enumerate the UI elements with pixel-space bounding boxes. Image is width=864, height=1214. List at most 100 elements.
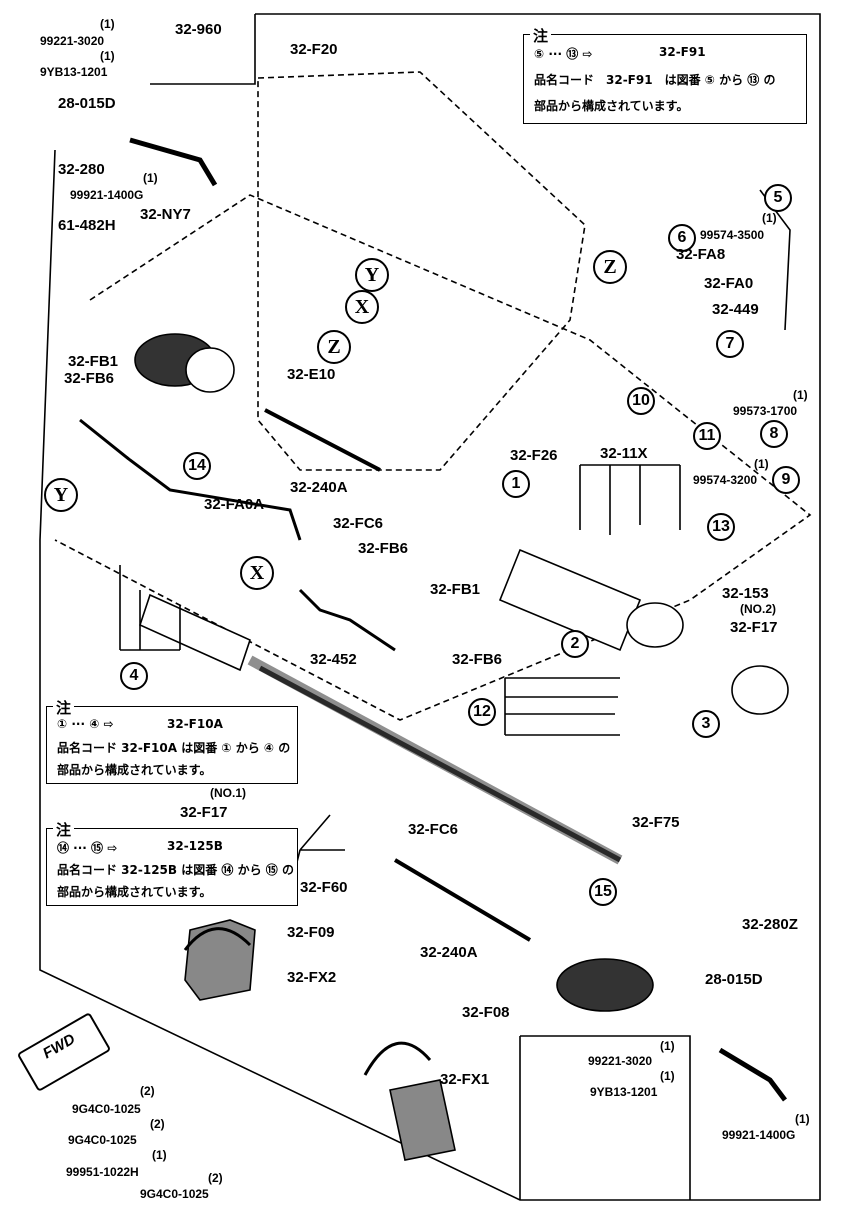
part-label: 32-280Z [742, 916, 798, 933]
bushing-fx1 [389, 1079, 456, 1161]
tie-rod-right [393, 858, 532, 942]
callout-9: 9 [772, 466, 800, 494]
qty-label: (1) [143, 171, 158, 185]
part-label: 32-FB6 [64, 370, 115, 387]
qty-label: (1) [762, 211, 777, 225]
bushing-fx2 [184, 919, 256, 1001]
part-label: 32-F17 [730, 619, 778, 636]
part-label: 32-153 [722, 585, 769, 602]
note-header: 注 [53, 819, 75, 840]
part-label: 32-F20 [290, 41, 338, 58]
note-code: 32-F10A [167, 717, 223, 731]
boot-left [134, 333, 235, 393]
callout-X: X [345, 290, 379, 324]
part-label: 32-FC6 [408, 821, 459, 838]
qty-label: (1) [754, 457, 769, 471]
callout-13: 13 [707, 513, 735, 541]
part-label: 32-F60 [300, 879, 348, 896]
part-label: 32-F26 [510, 447, 558, 464]
part-label: 32-240A [420, 944, 478, 961]
end-cap [731, 665, 789, 715]
note-range: ⑭ ··· ⑮ ⇨ [57, 841, 118, 855]
callout-4: 4 [120, 662, 148, 690]
part-label: 32-FB1 [68, 353, 119, 370]
pipe-fa0a [79, 418, 302, 541]
qty-label: (1) [795, 1112, 810, 1126]
note-line: 品名コード 32-F91 は図番 ⑤ から ⑬ の [534, 73, 776, 87]
qty-label: (1) [152, 1148, 167, 1162]
callout-7: 7 [716, 330, 744, 358]
part-label: 99574-3500 [700, 228, 765, 242]
part-label: 99921-1400G [70, 188, 144, 202]
callout-11: 11 [693, 422, 721, 450]
callout-1: 1 [502, 470, 530, 498]
part-label: 99221-3020 [588, 1054, 653, 1068]
qty-label: (1) [660, 1039, 675, 1053]
qty-label: (1) [793, 388, 808, 402]
part-label: 28-015D [705, 971, 763, 988]
callout-8: 8 [760, 420, 788, 448]
callout-2: 2 [561, 630, 589, 658]
note-range: ⑤ ··· ⑬ ⇨ [534, 47, 593, 61]
part-label: 32-F17 [180, 804, 228, 821]
callout-6: 6 [668, 224, 696, 252]
note-header: 注 [530, 25, 552, 46]
qty-label: (NO.1) [210, 786, 246, 800]
note-line: 部品から構成されています。 [534, 99, 689, 113]
part-label: 32-240A [290, 479, 348, 496]
part-label: 32-F09 [287, 924, 335, 941]
tie-rod-end-right [718, 1047, 787, 1102]
boot-right [556, 958, 654, 1012]
part-label: 32-FA8 [676, 246, 726, 263]
callout-12: 12 [468, 698, 496, 726]
note-125b: 注 ⑭ ··· ⑮ ⇨ 32-125B 品名コード 32-125B は図番 ⑭ … [46, 819, 298, 906]
part-label: 99221-3020 [40, 34, 105, 48]
qty-label: (2) [140, 1084, 155, 1098]
part-label: 99951-1022H [66, 1165, 139, 1179]
part-label: 32-FB6 [452, 651, 503, 668]
callout-10: 10 [627, 387, 655, 415]
note-line: 部品から構成されています。 [57, 885, 212, 899]
note-f91: 注 ⑤ ··· ⑬ ⇨ 32-F91 品名コード 32-F91 は図番 ⑤ から… [523, 25, 807, 124]
tie-rod-left [264, 408, 381, 472]
callout-15: 15 [589, 878, 617, 906]
note-f10a: 注 ① ··· ④ ⇨ 32-F10A 品名コード 32-F10A は図番 ① … [46, 697, 298, 784]
note-range: ① ··· ④ ⇨ [57, 717, 114, 731]
callout-3: 3 [692, 710, 720, 738]
tie-rod-end-left [129, 137, 218, 187]
part-label: 32-FA0A [204, 496, 265, 513]
part-label: 32-F08 [462, 1004, 510, 1021]
part-label: 9YB13-1201 [40, 65, 108, 79]
qty-label: (1) [660, 1069, 675, 1083]
part-label: 32-280 [58, 161, 105, 178]
callout-Y: Y [355, 258, 389, 292]
part-label: 32-NY7 [140, 206, 191, 223]
part-label: 32-452 [310, 651, 357, 668]
qty-label: (2) [208, 1171, 223, 1185]
callout-14: 14 [183, 452, 211, 480]
part-label: 32-960 [175, 21, 222, 38]
part-label: 99574-3200 [693, 473, 758, 487]
part-label: 99573-1700 [733, 404, 798, 418]
part-label: 99921-1400G [722, 1128, 796, 1142]
callout-Z: Z [317, 330, 351, 364]
note-code: 32-125B [167, 839, 223, 853]
qty-label: (2) [150, 1117, 165, 1131]
callout-5: 5 [764, 184, 792, 212]
part-label: 28-015D [58, 95, 116, 112]
part-label: 32-FB1 [430, 581, 481, 598]
callout-X: X [240, 556, 274, 590]
housing-tube [139, 548, 684, 672]
part-label: 32-FX1 [440, 1071, 490, 1088]
part-label: 61-482H [58, 217, 116, 234]
part-label: 32-E10 [287, 366, 336, 383]
callout-Z: Z [593, 250, 627, 284]
part-label: 32-F75 [632, 814, 680, 831]
part-label: 9YB13-1201 [590, 1085, 658, 1099]
part-label: 32-11X [600, 445, 648, 462]
part-label: 32-FX2 [287, 969, 337, 986]
pipe-452 [298, 588, 396, 652]
part-label: 32-FA0 [704, 275, 754, 292]
